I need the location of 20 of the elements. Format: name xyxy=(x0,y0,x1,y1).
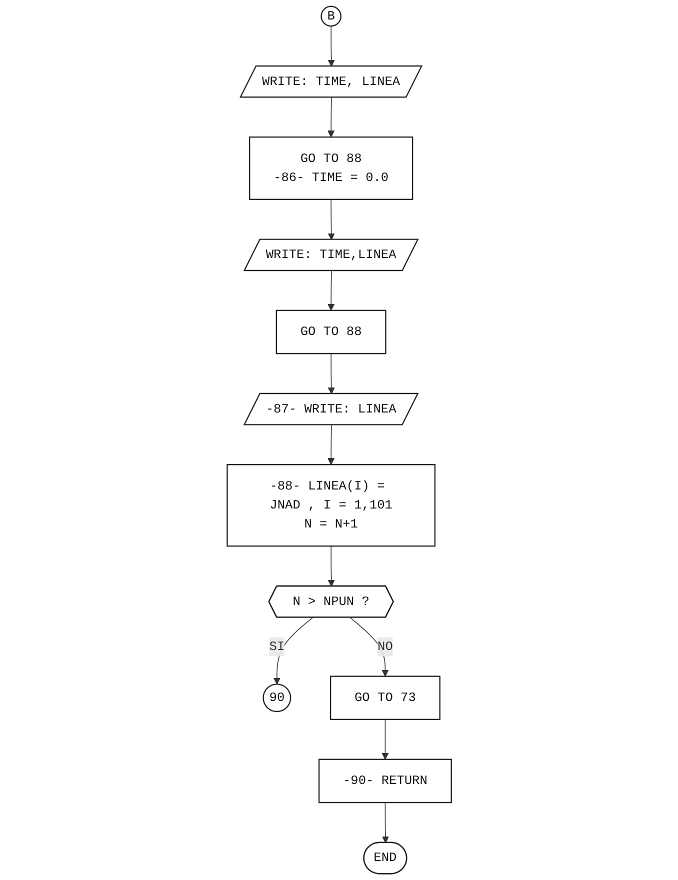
arrow xyxy=(327,270,334,311)
edge-label: SI xyxy=(268,640,284,654)
arrow xyxy=(327,97,334,138)
edge-label: NO xyxy=(377,640,393,654)
node-box: -90- RETURN xyxy=(318,758,452,804)
node-box: -88- LINEA(I) = JNAD , I = 1,101 N = N+1 xyxy=(226,464,436,547)
arrow xyxy=(349,617,388,677)
node-circle: B xyxy=(320,6,342,27)
arrow xyxy=(328,26,335,67)
arrow xyxy=(382,802,389,844)
arrow xyxy=(327,424,334,465)
arrow xyxy=(328,199,335,240)
node-circle: 90 xyxy=(262,684,291,712)
node-box: GO TO 88 -86- TIME = 0.0 xyxy=(248,136,413,200)
arrow xyxy=(273,617,313,685)
arrow xyxy=(328,353,335,394)
node-box: GO TO 73 xyxy=(330,676,440,720)
arrow xyxy=(381,719,388,760)
arrow xyxy=(328,546,335,587)
node-box: GO TO 88 xyxy=(276,310,386,354)
